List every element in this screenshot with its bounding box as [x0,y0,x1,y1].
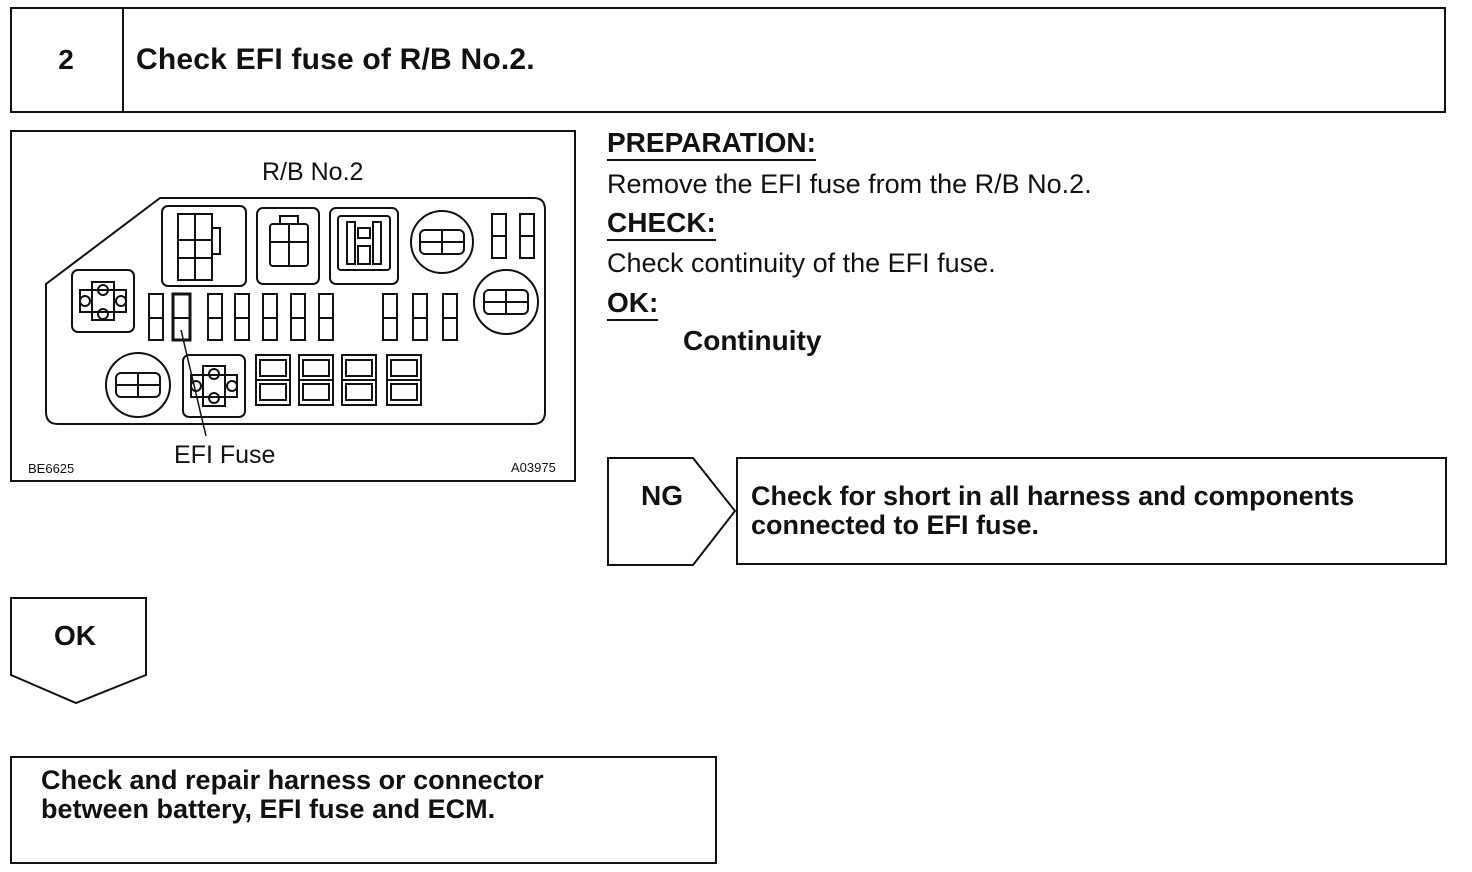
next-step-line-2: between battery, EFI fuse and ECM. [41,794,496,824]
check-heading: CHECK: [607,208,716,241]
cross-connector-1 [71,269,135,333]
fuse-blocks [255,354,422,406]
relay-block-outline [45,197,546,425]
ok-arrow-icon [10,597,147,705]
step-title: Check EFI fuse of R/B No.2. [136,43,535,76]
round-connector-2 [473,269,539,335]
fuse-row [148,292,458,342]
next-step-box [10,756,717,864]
next-step-line-1: Check and repair harness or connector [41,765,544,795]
step-header-divider [122,7,124,113]
round-connector-1 [410,210,474,274]
ok-value: Continuity [683,325,822,356]
ng-arrow-icon [607,457,737,566]
figure-code-left: BE6625 [28,461,75,476]
check-text: Check continuity of the EFI fuse. [607,248,996,278]
ng-label: NG [641,480,683,511]
figure-frame [10,130,576,482]
ok-label: OK [54,620,96,651]
ng-result-line-1: Check for short in all harness and compo… [751,481,1355,511]
ok-heading: OK: [607,288,659,321]
step-header-box [10,7,1446,113]
relay-block-diagram [45,197,546,437]
relay-3 [329,207,399,285]
round-connector-3 [105,352,171,418]
figure-title: R/B No.2 [262,158,364,186]
preparation-heading: PREPARATION: [607,128,816,161]
figure-code-right: A03975 [511,460,556,475]
ng-result-line-2: connected to EFI fuse. [751,510,1040,540]
efi-fuse-callout: EFI Fuse [174,441,276,469]
ng-result-box [736,457,1447,565]
cross-connector-2 [182,354,246,418]
preparation-text: Remove the EFI fuse from the R/B No.2. [607,169,1092,199]
relay-2 [256,207,320,285]
relay-1 [161,205,247,287]
next-step-text: Check and repair harness or connector be… [41,766,701,824]
step-number: 2 [58,44,74,75]
efi-fuse-leader-line [180,329,207,437]
ng-result-text: Check for short in all harness and compo… [751,482,1441,540]
